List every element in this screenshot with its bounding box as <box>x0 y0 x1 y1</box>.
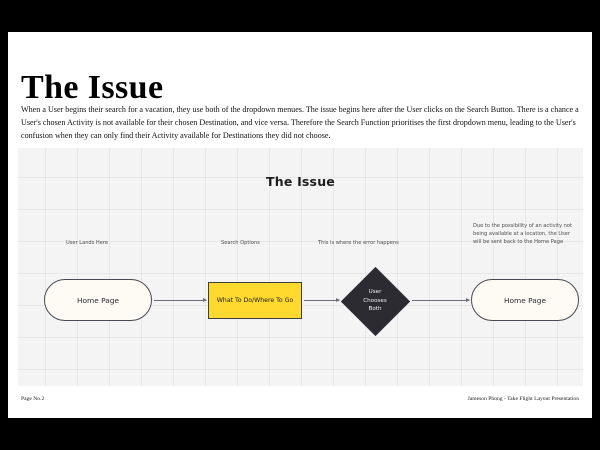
flow-node-label: Home Page <box>76 295 120 305</box>
flow-node-home-page-start[interactable]: Home Page <box>44 279 152 321</box>
slide-canvas: The Issue When a User begins their searc… <box>8 32 592 418</box>
flowchart-canvas: The Issue User Lands Here Search Options… <box>18 148 583 386</box>
decision-diamond-shape <box>340 266 410 336</box>
connector-arrow-home-to-search <box>154 297 207 302</box>
annotation-return-to-home: Due to the possibility of an activity no… <box>473 223 573 245</box>
annotation-error-location: This is where the error happens <box>318 240 399 246</box>
flow-node-search-options[interactable]: What To Do/Where To Go <box>208 282 302 319</box>
footer-credit: Jameson Phong - Take Flight Layout Prese… <box>467 396 579 402</box>
connector-arrow-decision-to-home <box>412 297 470 302</box>
annotation-search-options: Search Options <box>221 240 260 246</box>
intro-paragraph: When a User begins their search for a va… <box>21 105 579 141</box>
flow-node-label: What To Do/Where To Go <box>216 297 294 304</box>
flow-node-label: Home Page <box>503 295 547 305</box>
connector-arrow-search-to-decision <box>304 297 340 302</box>
flow-node-home-page-end[interactable]: Home Page <box>471 279 579 321</box>
diagram-title: The Issue <box>266 174 335 189</box>
annotation-user-lands-here: User Lands Here <box>66 240 109 246</box>
page-title: The Issue <box>21 68 164 106</box>
footer-page-number: Page No.2 <box>21 396 45 402</box>
flow-node-user-chooses-both[interactable]: User Chooses Both <box>340 266 410 336</box>
